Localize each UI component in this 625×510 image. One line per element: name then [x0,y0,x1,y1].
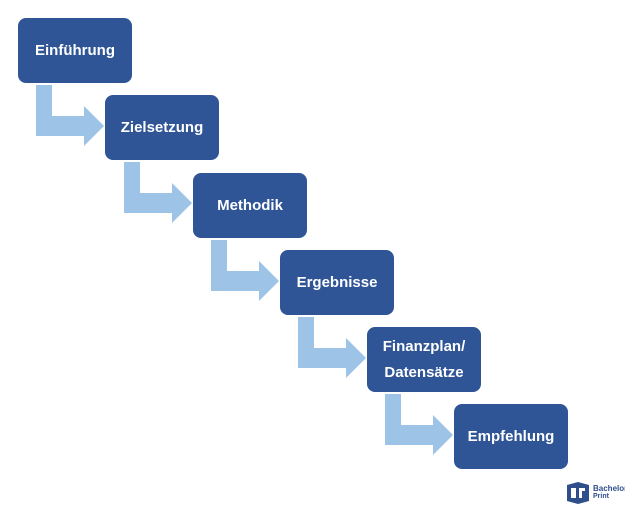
elbow-arrow-icon [124,162,192,223]
arrow-2-to-3 [124,162,192,223]
arrow-1-to-2 [36,85,104,146]
brand-logo: Bachelor Print [566,480,625,506]
step-empfehlung: Empfehlung [454,404,568,469]
elbow-arrow-icon [211,240,279,301]
step-ergebnisse: Ergebnisse [280,250,394,315]
step-zielsetzung: Zielsetzung [105,95,219,160]
arrow-4-to-5 [298,317,366,378]
arrow-3-to-4 [211,240,279,301]
step-methodik: Methodik [193,173,307,238]
logo-text-line-1: Bachelor [593,484,625,493]
step-einfuehrung: Einführung [18,18,132,83]
elbow-arrow-icon [298,317,366,378]
arrow-5-to-6 [385,394,453,455]
step-label: Empfehlung [467,427,555,445]
step-label: Zielsetzung [120,118,204,136]
logo-text-line-2: Print [593,493,609,500]
step-label: Einführung [35,41,115,59]
step-finanzplan-datensaetze: Finanzplan/ Datensätze [367,327,481,392]
step-label: Finanzplan/ Datensätze [382,337,466,381]
elbow-arrow-icon [36,85,104,146]
bachelorprint-logo-icon [567,482,589,504]
elbow-arrow-icon [385,394,453,455]
step-label: Ergebnisse [296,273,378,291]
step-label: Methodik [217,196,283,214]
